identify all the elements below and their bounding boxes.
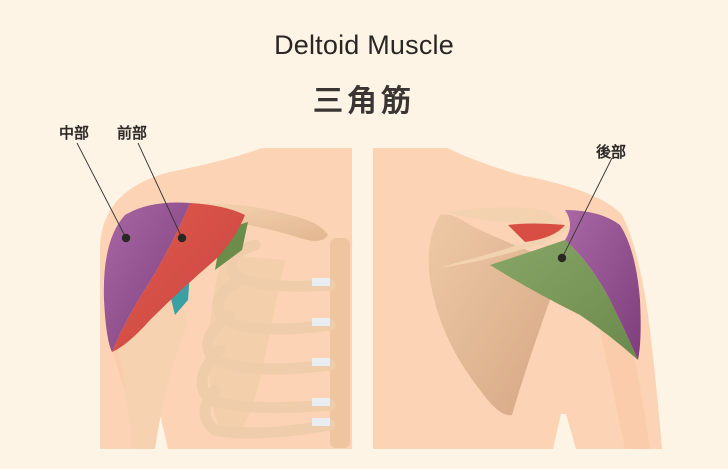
back-view xyxy=(373,148,662,449)
title-japanese: 三角筋 xyxy=(313,84,415,119)
posterior-deltoid-marker xyxy=(557,253,567,263)
title-english: Deltoid Muscle xyxy=(274,30,454,60)
middle-deltoid-marker xyxy=(121,233,131,243)
anterior-deltoid xyxy=(112,203,245,352)
label-anterior-deltoid: 前部 xyxy=(117,124,148,142)
posterior-deltoid xyxy=(490,240,638,360)
middle-deltoid-back xyxy=(565,210,641,360)
anterior-deltoid-marker xyxy=(177,233,187,243)
front-view xyxy=(100,148,352,449)
label-posterior-deltoid: 後部 xyxy=(596,143,627,161)
label-middle-deltoid: 中部 xyxy=(59,124,90,142)
